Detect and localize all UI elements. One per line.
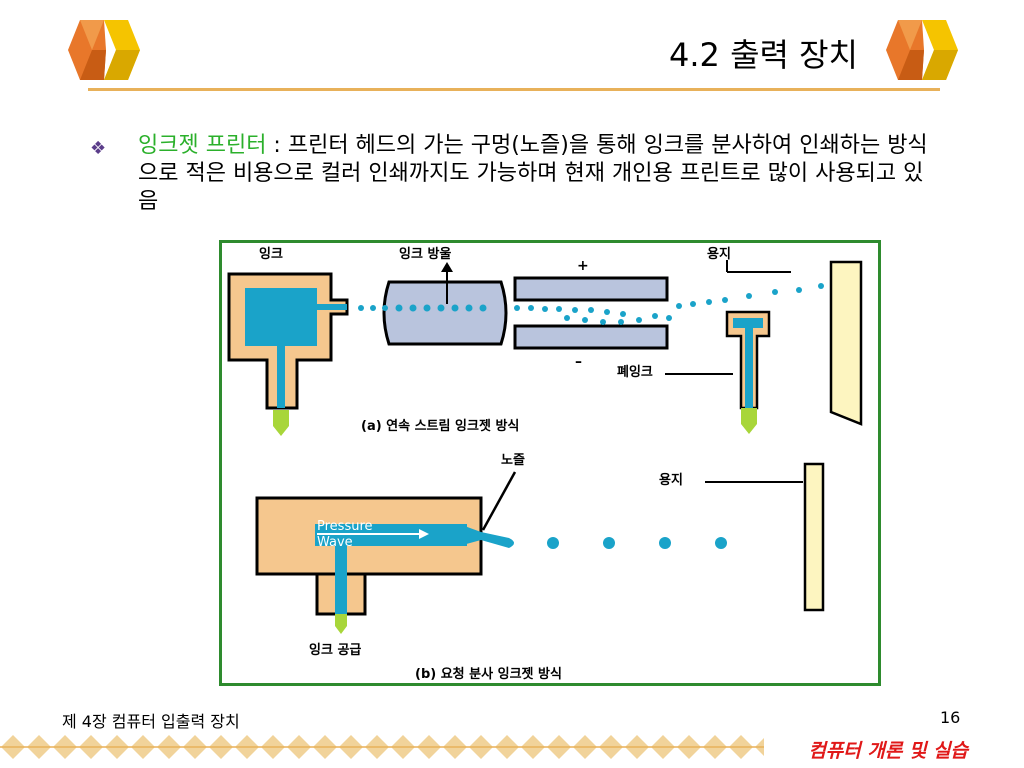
diamond-bullet-icon: ❖ <box>90 138 107 159</box>
minus-sign: – <box>575 354 582 370</box>
plus-sign: + <box>577 258 589 274</box>
caption-b: (b) 요청 분사 잉크젯 방식 <box>415 666 562 682</box>
droplet-lens <box>382 280 508 346</box>
paper-label-top: 용지 <box>707 246 731 262</box>
wave-text: Wave <box>317 535 353 550</box>
footer-diamond-band-icon <box>0 732 764 762</box>
title-underline <box>88 88 940 91</box>
cube-logo-left-icon <box>68 20 140 80</box>
droplet-stream <box>358 283 824 325</box>
course-title: 컴퓨터 개론 및 실습 <box>808 740 968 762</box>
inkjet-diagram: 잉크 잉크 방울 + – 용지 폐잉크 (a) 연속 스트림 잉크젯 방식 Pr… <box>219 240 881 686</box>
supply-label: 잉크 공급 <box>309 643 361 658</box>
caption-a: (a) 연속 스트림 잉크젯 방식 <box>361 418 519 434</box>
ink-fluid <box>245 288 347 408</box>
highlight-term: 잉크젯 프린터 <box>138 133 267 158</box>
slide-title: 4.2 출력 장치 <box>669 36 858 74</box>
waste-label: 폐잉크 <box>617 365 653 380</box>
term-separator: : <box>266 133 288 158</box>
ink-pump-arrow <box>273 410 289 436</box>
paper-bottom <box>803 462 825 612</box>
top-plate <box>513 276 669 302</box>
ink-label: 잉크 <box>259 247 283 262</box>
nozzle <box>459 524 514 548</box>
nozzle-label: 노즐 <box>501 453 525 468</box>
page-number: 16 <box>940 708 961 727</box>
body-description: 프린터 헤드의 가는 구멍(노즐)을 통해 잉크를 분사하여 인쇄하는 방식으로… <box>138 133 928 214</box>
body-paragraph: 잉크젯 프린터 : 프린터 헤드의 가는 구멍(노즐)을 통해 잉크를 분사하여… <box>138 132 938 216</box>
paper-top <box>829 260 863 426</box>
footer-chapter: 제 4장 컴퓨터 입출력 장치 <box>62 712 240 731</box>
cube-logo-right-icon <box>886 20 958 80</box>
paper-label-bottom: 용지 <box>659 472 683 488</box>
droplet-label: 잉크 방울 <box>399 246 451 262</box>
bottom-plate <box>513 324 669 350</box>
pressure-text: Pressure <box>317 519 373 534</box>
